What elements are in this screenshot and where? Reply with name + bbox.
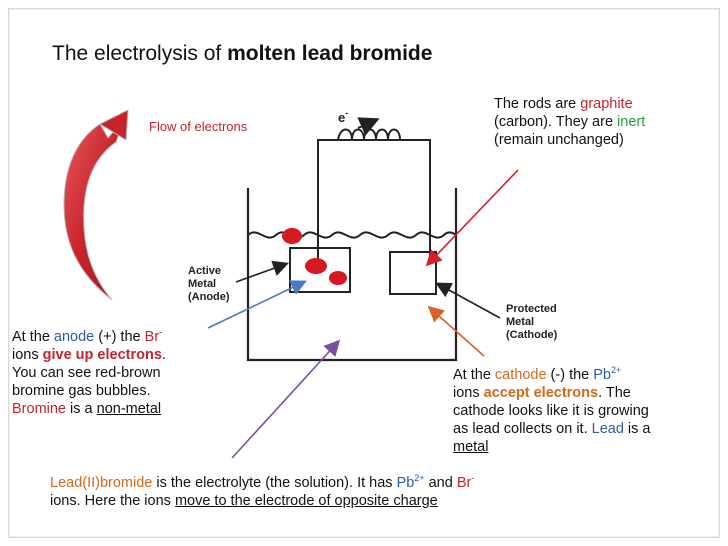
anode-arrow [207,280,307,329]
svg-text:Metal: Metal [188,278,216,290]
anode-electrode [289,247,351,293]
anode-note: At the anode (+) the Br- ions give up el… [12,327,166,417]
cathode-label: Protected Metal (Cathode) [506,303,558,341]
cathode-arrow [427,305,485,357]
cathode-electrode [389,251,437,295]
flow-of-electrons-label: Flow of electrons [149,119,248,134]
anode-pointer [235,260,290,283]
slide-title: The electrolysis of molten lead bromide [52,42,433,65]
svg-text:Active: Active [188,265,221,277]
anode-label: Active Metal (Anode) [188,265,230,303]
cathode-pointer [435,282,501,319]
svg-text:Protected: Protected [506,303,557,315]
rods-arrow [425,169,519,267]
svg-text:(Cathode): (Cathode) [506,329,558,341]
bromine-bubbles [282,228,347,285]
cathode-note: At the cathode (-) the Pb2+ ions accept … [453,365,651,455]
electrolyte-note: Lead(II)bromide is the electrolyte (the … [50,473,475,509]
rods-note: The rods are graphite (carbon). They are… [494,96,646,148]
slide-frame [8,8,720,538]
circuit-wire [317,117,431,262]
electron-symbol: e- [338,108,348,125]
svg-text:Metal: Metal [506,316,534,328]
electron-flow-arrow [63,109,129,301]
beaker [246,188,458,362]
svg-text:(Anode): (Anode) [188,291,230,303]
electrolyte-arrow [231,339,341,459]
